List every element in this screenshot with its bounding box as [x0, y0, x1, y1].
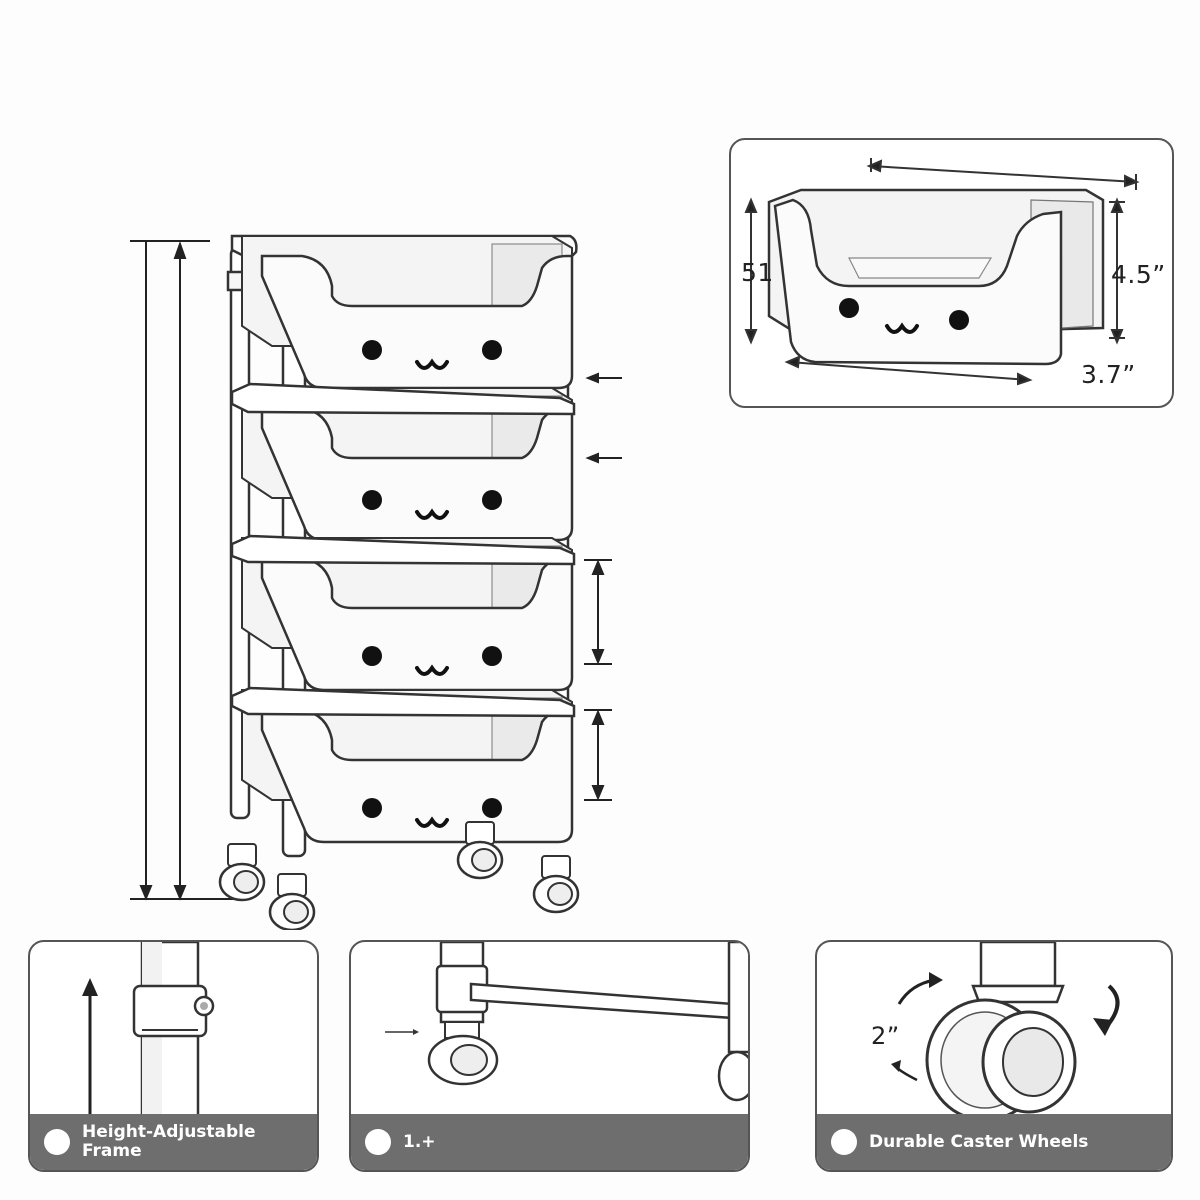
feature-label-line1: Height-Adjustable — [82, 1122, 256, 1142]
feature-label-line1: Durable Caster Wheels — [869, 1131, 1089, 1152]
checkmark-icon — [352, 1116, 391, 1155]
feature-banner: 1.+ — [351, 1114, 748, 1170]
single-bin-illustration — [744, 158, 1140, 386]
bin-height-left-label: 51 — [741, 258, 774, 287]
wheel-size-label: 2” — [871, 1022, 900, 1050]
feature-banner: Durable Caster Wheels — [817, 1114, 1171, 1170]
feature-label-line1: 1.+ — [403, 1131, 436, 1152]
checkmark-icon — [31, 1116, 70, 1155]
bin-height-right-label: 4.5” — [1111, 260, 1166, 289]
rolling-cart-illustration — [130, 234, 622, 930]
caster-wheel-icon — [532, 854, 580, 914]
feature-banner: Height-Adjustable Frame — [30, 1114, 317, 1170]
checkmark-icon — [818, 1116, 857, 1155]
feature-panel-caster-wheels: 2” Durable Caster Wheels — [815, 940, 1173, 1172]
feature-label-line2: Frame — [82, 1141, 142, 1161]
caster-wheel-icon — [268, 872, 316, 930]
tier-spacing-arrows — [584, 372, 622, 801]
height-dimension-lines — [130, 240, 250, 901]
feature-panel-height-adjustable: Height-Adjustable Frame — [28, 940, 319, 1172]
caster-wheel-illustration — [891, 942, 1120, 1122]
caster-wheel-icon — [218, 842, 266, 902]
bin-dimensions-panel: 51 4.5” 3.7” — [729, 138, 1174, 408]
feature-panel-frame-detail: 1.+ — [349, 940, 750, 1172]
bin-depth-label: 3.7” — [1081, 360, 1136, 389]
frame-rail-illustration — [385, 942, 748, 1102]
